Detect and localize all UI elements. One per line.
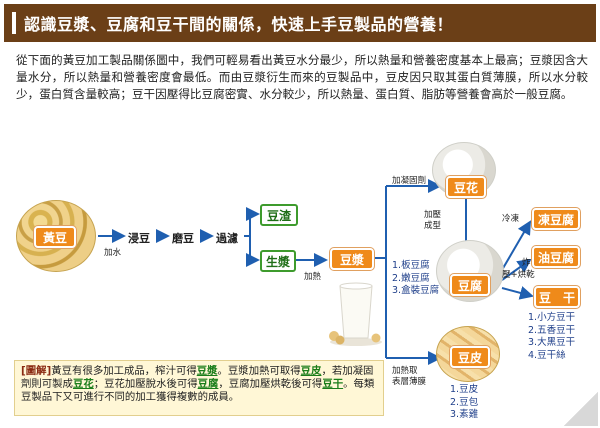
note-keyword: 豆腐 [197,378,219,390]
fried-tofu-label: 油豆腐 [532,246,580,268]
note-text: ，若加凝固劑則可製成 [21,365,374,390]
note-text: 黃豆有很多加工成品，榨汁可得 [51,365,197,377]
dried-tofu-label: 豆 干 [534,286,580,308]
skin-process-line: 加熱取 [392,366,418,376]
list-item: 3.大黑豆干 [528,337,576,348]
press-form-line: 成型 [424,221,442,231]
note-text: 。豆漿加熱可取得 [217,365,301,377]
list-item: 4.豆干絲 [528,349,566,361]
note-keyword: 豆皮 [300,365,322,377]
soak-label: 浸豆 [128,232,150,245]
note-keyword: 豆干 [322,378,344,390]
fry-label: 炸 [522,258,531,268]
skin-process-label: 加熱取 表層薄膜 [392,366,426,388]
filter-label: 過濾 [216,232,238,245]
list-item: 2.五香豆干 [528,324,576,336]
soymilk-label: 豆漿 [330,248,374,270]
note-label: [圖解] [21,365,52,377]
list-item: 2.豆包 [450,396,479,408]
yuba-product-list: 1.豆皮 2.豆包 3.素雞 [450,384,478,422]
note-text: ；豆花加壓脫水後可得 [93,378,198,390]
frozen-tofu-label: 凍豆腐 [532,208,580,230]
soybean-label: 黃豆 [34,226,76,248]
dried-tofu-product-list: 1.小方豆干 2.五香豆干 3.大黑豆干 4.豆干絲 [528,312,575,362]
note-keyword: 豆花 [72,378,94,390]
list-item: 1.小方豆干 [528,312,576,323]
coagulant-label: 加凝固劑 [392,176,427,186]
page-title: 認識豆漿、豆腐和豆干間的關係，快速上手豆製品的營養！ [24,15,454,34]
list-item: 1.板豆腐 [392,260,430,271]
soymilk-glass-icon [329,282,382,346]
arrow-to-frozen [501,220,532,271]
page-curl-corner [564,392,598,426]
douhua-label: 豆花 [446,176,486,198]
press-bake-label: 壓+烘乾 [502,270,535,280]
note-text: ，豆腐加壓烘乾後可得 [218,378,323,390]
list-item: 1.豆皮 [450,384,479,395]
arrow-to-fried [501,258,532,281]
diagram-note: [圖解]黃豆有很多加工成品，榨汁可得豆漿。豆漿加熱可取得豆皮，若加凝固劑則可製成… [14,360,384,416]
add-water-label: 加水 [104,248,122,258]
press-form-line: 加壓 [424,210,442,220]
list-item: 3.盒裝豆腐 [392,285,440,296]
list-item: 2.嫩豆腐 [392,272,430,284]
heat-label: 加熱 [304,272,322,282]
yuba-label: 豆皮 [450,346,490,368]
list-item: 3.素雞 [450,409,479,420]
note-keyword: 豆漿 [196,365,218,377]
okara-box: 豆渣 [260,204,298,226]
press-form-label: 加壓 成型 [424,210,441,232]
intro-paragraph: 從下面的黃豆加工製品關係圖中，我們可輕易看出黃豆水分最少，所以熱量和營養密度基本… [16,53,588,101]
skin-process-line: 表層薄膜 [392,377,427,387]
raw-milk-box: 生漿 [260,250,296,272]
grind-label: 磨豆 [172,232,194,245]
soymilk-product-list: 1.板豆腐 2.嫩豆腐 3.盒裝豆腐 [392,260,439,298]
page-header: 認識豆漿、豆腐和豆干間的關係，快速上手豆製品的營養！ [4,4,596,42]
tofu-label: 豆腐 [450,274,490,296]
note-text: 。每類豆製品下又可進行不同的加工獲得複數的成員。 [21,378,375,403]
freeze-label: 冷凍 [502,214,520,224]
header-accent-bar [12,12,16,34]
arrow-to-dried [501,286,534,300]
